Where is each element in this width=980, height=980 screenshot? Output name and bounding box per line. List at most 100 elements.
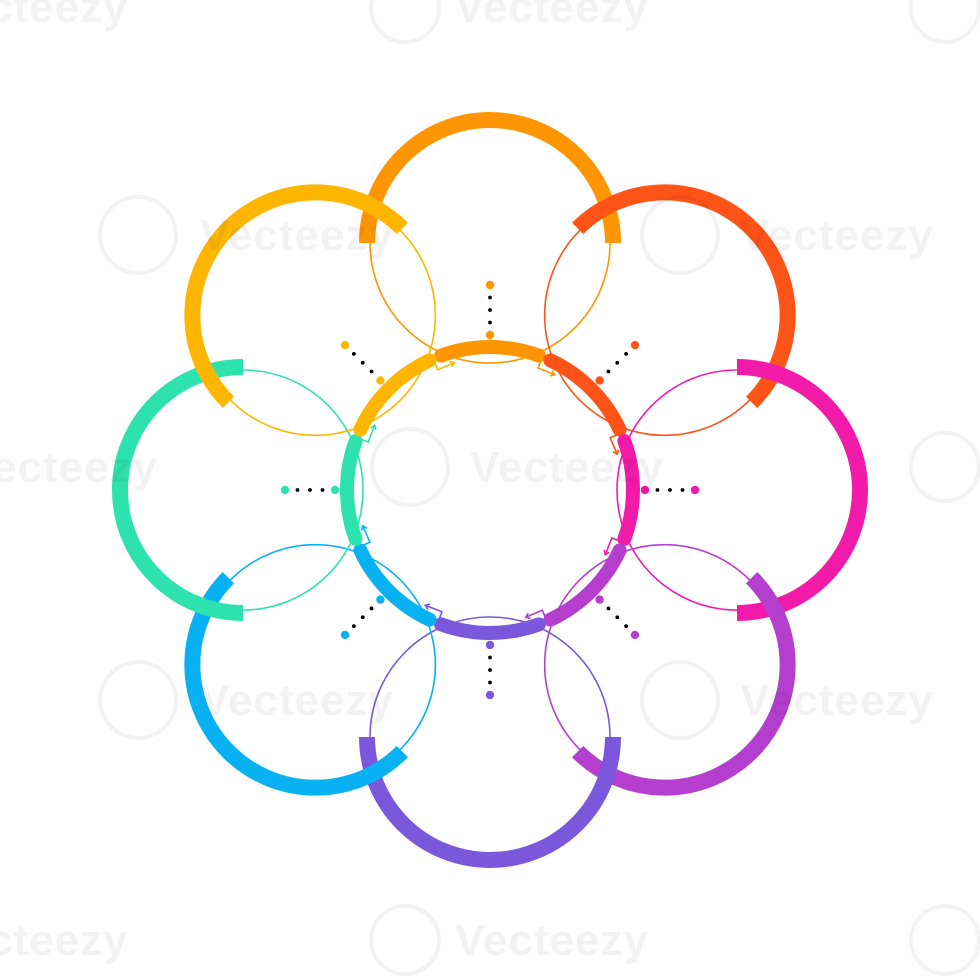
- connector-dot: [369, 606, 374, 611]
- connector-end-dot: [376, 376, 385, 385]
- connector-dot: [488, 655, 492, 660]
- step-circle-accent-arc: [112, 359, 244, 621]
- step-circle-right: [616, 359, 868, 621]
- step-circle-accent-arc: [359, 736, 621, 868]
- watermark-text: Vecteezy: [455, 916, 649, 965]
- connector-end-dot: [640, 485, 650, 495]
- connector-dot: [295, 488, 300, 492]
- connector-end-dot: [595, 376, 604, 385]
- connector-end-dot: [485, 330, 495, 340]
- connector-end-dot: [340, 630, 350, 640]
- watermark-logo-icon: [640, 660, 720, 740]
- arrowhead-icon: [549, 370, 557, 377]
- watermark-text: cteezy: [0, 0, 129, 32]
- hub-segment-bottom: [423, 603, 546, 640]
- arrow-icon: [430, 354, 455, 371]
- hub-segment-bottom-right: [524, 543, 627, 627]
- connector-end-dot: [630, 340, 640, 350]
- hub-segment-arc: [340, 434, 363, 546]
- connector-dot: [488, 668, 492, 672]
- arrowhead-icon: [423, 603, 431, 610]
- connector-dot: [488, 308, 492, 312]
- hub-segment-left: [340, 423, 377, 546]
- connector-dot: [351, 351, 356, 356]
- watermark-logo-icon: [98, 195, 178, 275]
- arrowhead-icon: [360, 524, 368, 531]
- step-circle-accent-arc: [359, 112, 621, 244]
- hub-segment-arc: [353, 543, 437, 627]
- connector-bottom-right: [595, 595, 640, 640]
- connector-left: [280, 485, 340, 495]
- watermark-logo-icon: [98, 660, 178, 740]
- step-circle-accent-arc: [184, 184, 408, 408]
- connector-top-right: [595, 340, 640, 385]
- connector-bottom: [485, 640, 495, 700]
- arrow-icon: [352, 424, 376, 444]
- step-circle-accent-arc: [572, 184, 796, 408]
- connector-end-dot: [595, 595, 604, 604]
- connector-right: [640, 485, 700, 495]
- connector-dot: [655, 488, 660, 492]
- watermark-logo-icon: [370, 427, 450, 507]
- connector-dot: [320, 488, 325, 492]
- connector-top: [485, 280, 495, 340]
- connector-end-dot: [485, 640, 495, 650]
- connectors: [280, 280, 700, 700]
- watermark-top-right: [909, 0, 980, 44]
- connector-top-left: [340, 340, 385, 385]
- step-circle-accent-arc: [572, 572, 796, 796]
- arrow-icon: [354, 525, 371, 550]
- watermark-bottom-left: cteezy: [0, 916, 129, 965]
- connector-dot: [668, 488, 672, 492]
- watermark-logo-icon: [909, 0, 980, 44]
- hub-segment-top: [434, 340, 557, 377]
- arrow-icon: [424, 604, 444, 628]
- hub-segment-bottom-left: [353, 524, 437, 627]
- connector-dot: [488, 295, 492, 300]
- connector-end-dot: [630, 630, 640, 640]
- arrow-icon: [604, 536, 628, 556]
- watermark-row2-right: Vecteezy: [640, 195, 933, 275]
- arrowhead-icon: [370, 423, 377, 431]
- connector-dot: [680, 488, 685, 492]
- watermark-row3-right: [909, 431, 980, 503]
- connector-dot: [360, 360, 365, 365]
- connector-dot: [488, 320, 492, 325]
- connector-dot: [624, 624, 629, 629]
- connector-dot: [351, 624, 356, 629]
- step-circle-accent-arc: [736, 359, 868, 621]
- arrow-icon: [609, 430, 626, 455]
- step-circle-top-right: [543, 184, 796, 437]
- connector-end-dot: [376, 595, 385, 604]
- connector-end-dot: [280, 485, 290, 495]
- watermark-text: cteezy: [0, 916, 129, 965]
- step-circle-top: [359, 112, 621, 364]
- step-circle-bottom-right: [543, 543, 796, 796]
- watermark-text: Vecteezy: [455, 0, 649, 32]
- connector-dot: [624, 351, 629, 356]
- watermark-row4-left: Vecteezy: [98, 660, 393, 740]
- arrowhead-icon: [612, 449, 620, 456]
- connector-end-dot: [690, 485, 700, 495]
- connector-end-dot: [340, 340, 350, 350]
- central-hub-ring: [340, 340, 640, 640]
- watermark-bottom-right: [909, 904, 980, 976]
- hub-segment-top-right: [543, 353, 627, 456]
- arrow-icon: [525, 609, 550, 626]
- connector-bottom-left: [340, 595, 385, 640]
- watermark-top-center: Vecteezy: [369, 0, 649, 44]
- connector-dot: [606, 369, 611, 374]
- step-circle-left: [112, 359, 364, 621]
- connector-dot: [488, 680, 492, 685]
- arrow-icon: [536, 352, 556, 376]
- hub-segment-right: [603, 434, 640, 557]
- outer-rings: [112, 112, 868, 868]
- connector-dot: [308, 488, 312, 492]
- hub-segment-arc: [617, 434, 640, 546]
- hub-segment-arc: [543, 543, 627, 627]
- connector-dot: [615, 360, 620, 365]
- hub-segment-top-left: [353, 353, 456, 437]
- hub-segment-arc: [434, 340, 546, 363]
